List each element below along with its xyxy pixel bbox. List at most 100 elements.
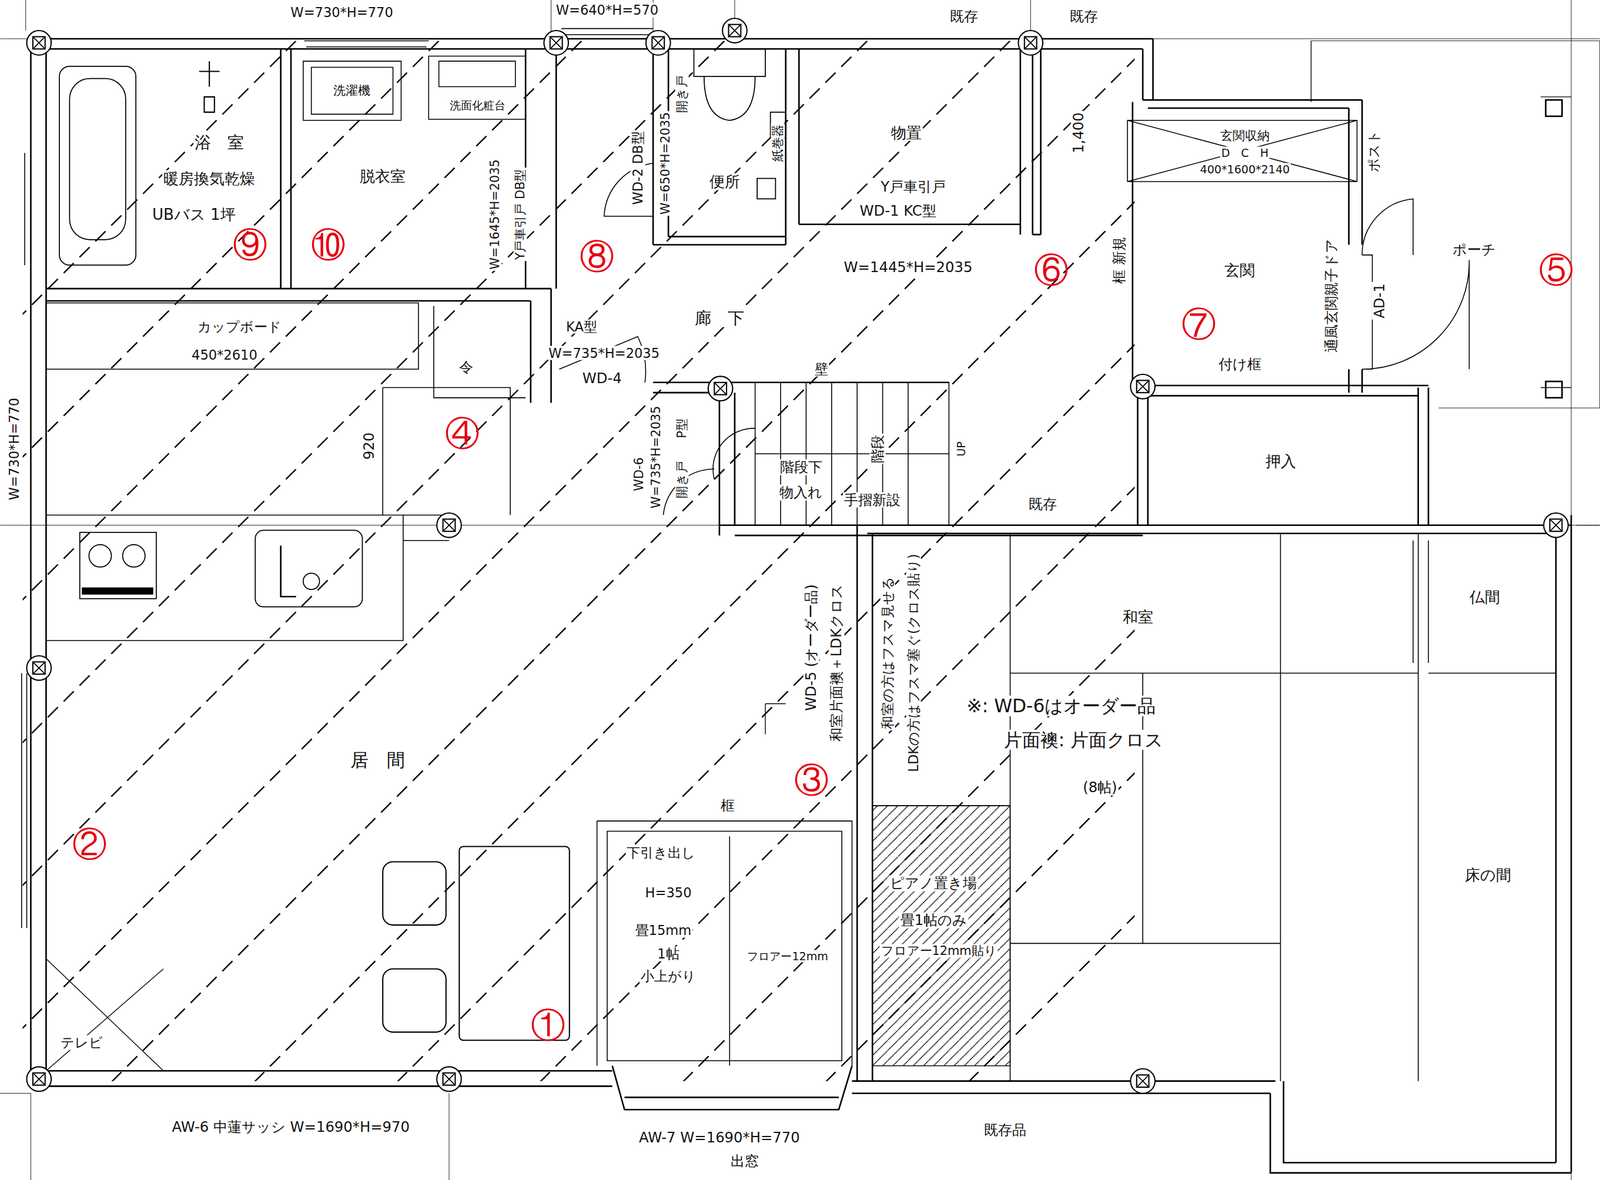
stove <box>79 532 157 599</box>
porch-post <box>1545 381 1563 398</box>
column-symbol <box>645 30 671 56</box>
plan-note: 階段下 <box>778 459 824 476</box>
bathtub <box>59 66 136 266</box>
room-box: カップボード450*2610 <box>45 303 419 370</box>
room-label: 令 <box>457 359 475 376</box>
callout-number: ⑩ <box>309 225 347 264</box>
column-symbol <box>1543 513 1569 538</box>
fitting-line <box>45 55 1556 1081</box>
plan-note: W=1445*H=2035 <box>842 259 974 276</box>
plan-note: ポーチ <box>1451 242 1498 259</box>
room-label: 450*2610 <box>190 347 259 363</box>
callout-number: ⑧ <box>578 238 616 277</box>
chair <box>382 969 447 1033</box>
wall <box>30 38 1572 1174</box>
room-box: 下引き出しH=350畳15mm1帖小上がりフロアー12mm <box>607 831 842 1062</box>
shower-symbol <box>199 61 220 113</box>
plan-note: 居 間 <box>349 750 407 771</box>
room-label: 玄関収納 <box>1219 128 1271 143</box>
faucet <box>280 546 297 598</box>
room-label: 小上がり <box>639 969 698 984</box>
room-label: 1帖 <box>655 946 681 962</box>
plan-note: 和室片面襖＋LDKクロス <box>828 583 845 743</box>
plan-note: W=650*H=2035 <box>658 111 672 216</box>
plan-note: W=640*H=570 <box>554 2 660 18</box>
toilet <box>694 48 766 120</box>
stove-panel <box>81 587 153 595</box>
room-label: 畳1帖のみ <box>899 912 969 929</box>
room-label: フロアー12mm <box>745 949 829 963</box>
plan-note: W=735*H=2035 <box>649 404 664 510</box>
room-label: 物置 <box>889 124 923 142</box>
porch-line <box>765 40 1572 735</box>
burner <box>88 544 112 568</box>
room-label: 玄関 <box>1223 262 1257 280</box>
column-symbol <box>436 513 462 538</box>
room-box: 洗面化粧台 <box>428 55 526 120</box>
column-symbol <box>708 376 733 401</box>
plan-note: 付け框 <box>1217 356 1263 373</box>
room-label: 暖房換気乾燥 <box>162 169 257 187</box>
callout-number: ③ <box>792 761 830 800</box>
plan-note: AW-6 中蓮サッシ W=1690*H=970 <box>171 1119 411 1136</box>
plan-note: 開き戸 <box>674 74 689 115</box>
room-label: WD-1 KC型 <box>858 203 938 220</box>
room-label: D C H <box>1220 146 1270 160</box>
bathtub <box>69 78 126 240</box>
plan-note: ポスト <box>1366 128 1381 174</box>
room-label: 便所 <box>708 173 742 191</box>
plan-note: 既存 <box>948 8 980 25</box>
column-symbol <box>543 30 569 56</box>
room-label: Y戸車引戸 <box>879 178 947 195</box>
tv-corner <box>45 958 164 1071</box>
range-hatch <box>22 40 1136 1081</box>
plan-note: 壁 <box>813 362 830 377</box>
room-box: 床の間 <box>1428 673 1556 1164</box>
plan-note: テレビ <box>59 1035 105 1051</box>
burner <box>122 544 146 568</box>
callout-number: ⑨ <box>231 225 269 264</box>
room-box: 物置 Y戸車引戸 WD-1 KC型 <box>801 52 1021 225</box>
room-label: フロアー12mm貼り <box>879 944 999 958</box>
room-label: 床の間 <box>1463 867 1513 885</box>
plan-note: WD-5 (オーダー品) <box>803 583 820 714</box>
room-label: (8帖) <box>1081 780 1119 796</box>
plan-note: 920 <box>361 430 378 461</box>
plan-note: ※: WD-6はオーダー品 <box>965 695 1158 716</box>
room-label: 和室 <box>1121 608 1155 627</box>
room-label: 洗面化粧台 <box>448 98 507 112</box>
room-label: 下引き出し <box>625 845 697 861</box>
sink-drain <box>303 573 320 590</box>
callout-number: ① <box>529 1006 567 1045</box>
plan-note: WD-6 <box>631 456 646 493</box>
porch-post <box>1545 99 1563 117</box>
column-symbol <box>26 30 52 56</box>
callout-number: ⑥ <box>1032 251 1070 290</box>
room-box: 仏間 <box>1428 533 1556 674</box>
plan-note: 框 <box>719 798 736 815</box>
sink <box>255 530 363 607</box>
piano-hatch <box>872 805 1010 1067</box>
callout-number: ② <box>71 825 109 865</box>
room-box: 押入 <box>1147 396 1419 526</box>
room-label: 400*1600*2140 <box>1199 163 1292 176</box>
room-label: 脱衣室 <box>358 168 407 186</box>
room-box: 洗濯機 <box>303 61 402 121</box>
plan-note: 既存 <box>1068 8 1100 25</box>
plan-note: 階段 <box>869 433 886 465</box>
plan-note: W=1645*H=2035 <box>487 158 502 271</box>
room-label: 浴 室 <box>193 134 246 153</box>
room-label: 仏間 <box>1468 588 1502 606</box>
plan-note: 和室の方はフスマ見せる <box>880 575 896 731</box>
plan-note: KA型 <box>564 319 599 334</box>
plan-note: 片面襖: 片面クロス <box>1002 729 1165 750</box>
column-symbol <box>1130 374 1156 400</box>
room-label: 押入 <box>1264 452 1298 470</box>
plan-note: W=735*H=2035 <box>547 345 661 361</box>
plan-note: AW-7 W=1690*H=770 <box>637 1129 802 1146</box>
column-symbol <box>722 18 748 43</box>
plan-note: WD-4 <box>581 370 624 387</box>
plan-note: 紙巻器 <box>770 123 785 163</box>
plan-note: 廊 下 <box>693 309 746 328</box>
